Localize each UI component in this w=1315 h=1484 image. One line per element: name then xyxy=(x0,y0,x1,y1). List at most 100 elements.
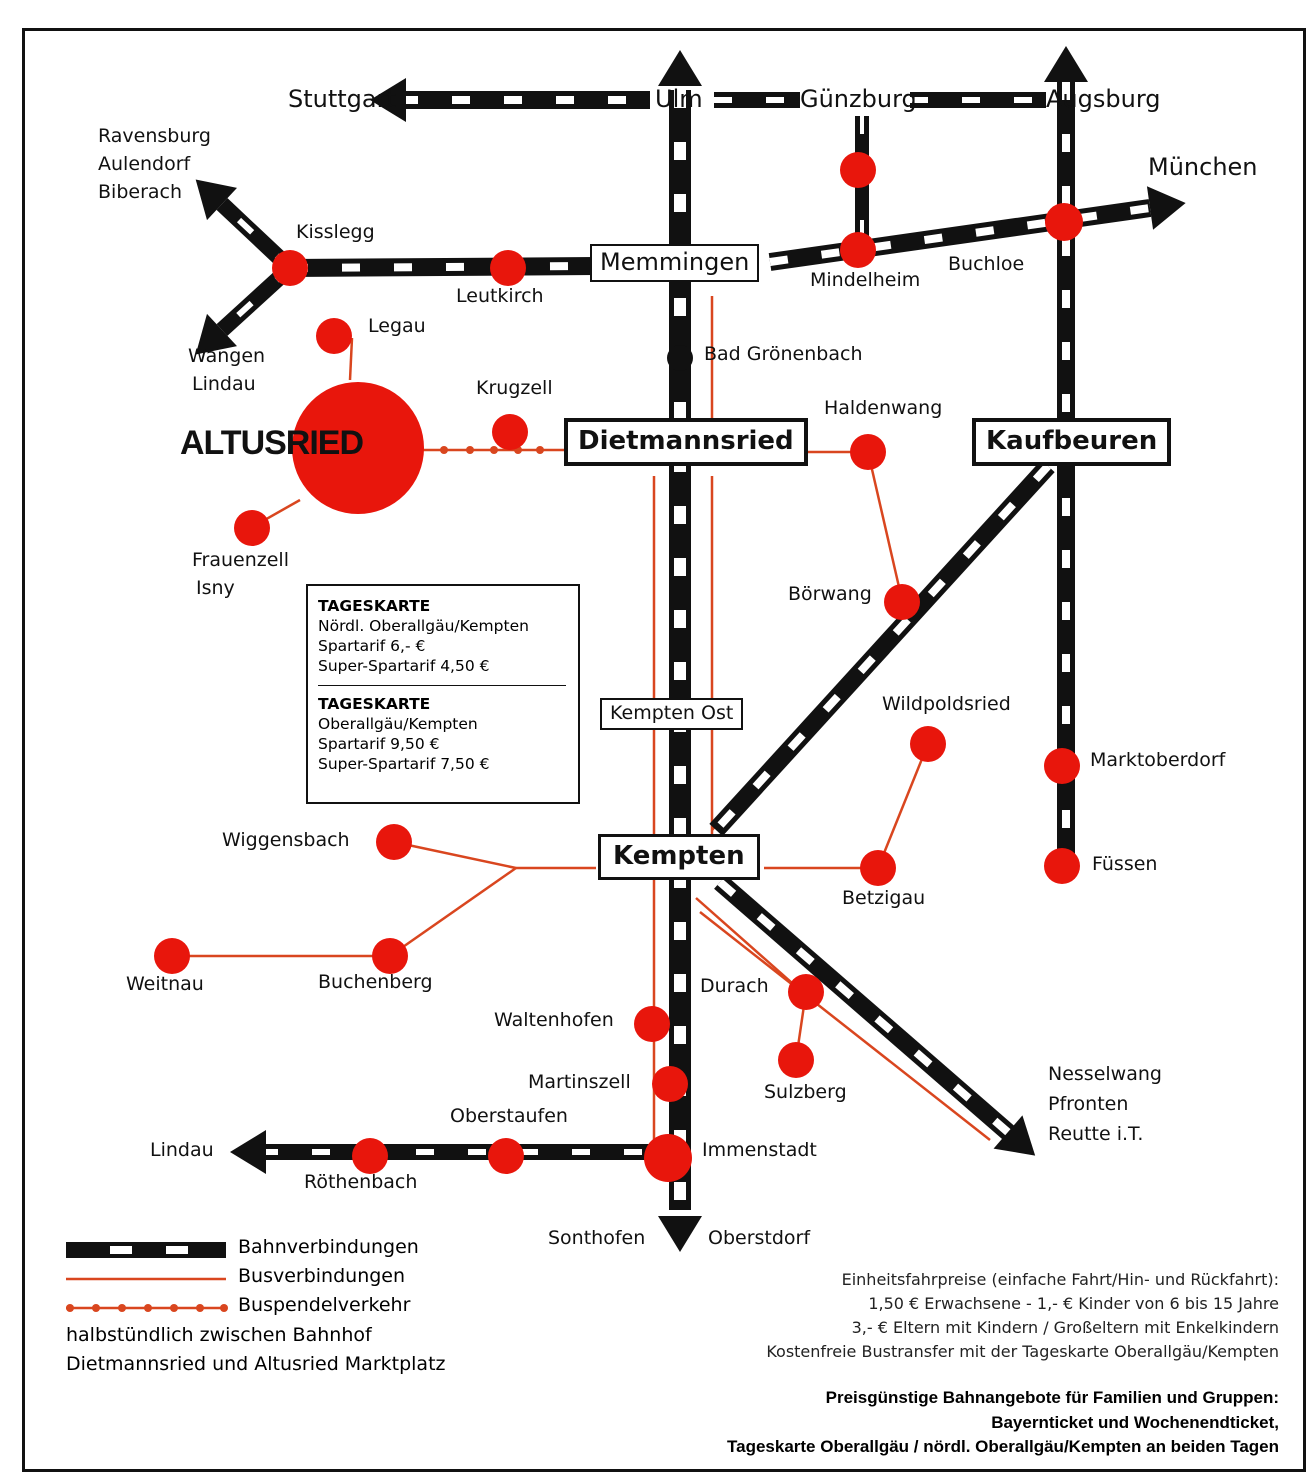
bus-boerwang xyxy=(866,451,904,601)
arrow-muenchen xyxy=(1146,186,1186,230)
stop-wiggensbach xyxy=(376,824,412,860)
legend-bus: Busverbindungen xyxy=(66,1263,446,1292)
stop-wildpoldsried xyxy=(910,726,946,762)
stop-weitnau xyxy=(154,938,190,974)
bus-buchenberg xyxy=(389,866,517,958)
ticket-2-line: Spartarif 9,50 € xyxy=(318,734,440,753)
stop-mindelheim xyxy=(840,232,876,268)
station-kempten-ost[interactable]: Kempten Ost xyxy=(600,698,744,730)
fare-info: Einheitsfahrpreise (einfache Fahrt/Hin- … xyxy=(766,1268,1279,1364)
bus-wiggensbach xyxy=(393,840,517,870)
ticket-2-title: TAGESKARTE xyxy=(318,694,431,713)
label-weitnau: Weitnau xyxy=(126,973,204,995)
map-frame xyxy=(22,28,1306,1472)
arrow-augsburg xyxy=(1044,46,1088,82)
label-fuessen: Füssen xyxy=(1092,853,1158,875)
legend-rail: Bahnverbindungen xyxy=(66,1234,446,1263)
bus-wildpoldsried xyxy=(876,743,930,869)
stop-fuessen xyxy=(1044,848,1080,884)
legend-shuttle-swatch xyxy=(66,1304,228,1312)
shuttle-dot xyxy=(490,446,498,454)
label-legau: Legau xyxy=(368,315,426,337)
label-buchloe: Buchloe xyxy=(948,253,1025,275)
label-bad-groenenbach: Bad Grönenbach xyxy=(704,343,863,365)
station-kempten[interactable]: Kempten xyxy=(598,834,760,880)
label-roethenbach: Röthenbach xyxy=(304,1171,418,1193)
rail-kaufbeuren-kempten xyxy=(709,459,1055,837)
label-augsburg: Augsburg xyxy=(1046,85,1161,113)
arrow-biberach xyxy=(195,179,238,221)
bus-durach xyxy=(695,897,801,991)
legend-bus-swatch xyxy=(66,1277,226,1281)
label-leutkirch: Leutkirch xyxy=(456,285,544,307)
stop-buchloe xyxy=(1045,203,1083,241)
label-ravensburg: Ravensburg xyxy=(98,125,211,147)
label-buchenberg: Buchenberg xyxy=(318,971,433,993)
label-wangen: Wangen xyxy=(188,345,266,367)
fare-title: Einheitsfahrpreise (einfache Fahrt/Hin- … xyxy=(841,1270,1279,1289)
stop-legau xyxy=(316,318,352,354)
label-marktoberdorf: Marktoberdorf xyxy=(1090,749,1226,771)
ticket-1-line: Spartarif 6,- € xyxy=(318,637,426,656)
label-haldenwang: Haldenwang xyxy=(824,397,943,419)
station-memmingen[interactable]: Memmingen xyxy=(590,244,760,282)
label-aulendorf: Aulendorf xyxy=(98,153,191,175)
stop-betzigau xyxy=(860,850,896,886)
station-kaufbeuren[interactable]: Kaufbeuren xyxy=(972,418,1172,466)
stop-martinszell xyxy=(652,1066,688,1102)
stop-sulzberg xyxy=(778,1042,814,1078)
rail-offers: Preisgünstige Bahnangebote für Familien … xyxy=(727,1386,1279,1460)
label-betzigau: Betzigau xyxy=(842,887,926,909)
label-ulm: Ulm xyxy=(655,85,703,113)
rail-memmingen-muenchen-dash xyxy=(769,204,1151,266)
ticket-1-line: Super-Spartarif 4,50 € xyxy=(318,657,490,676)
legend-shuttle-note: Dietmannsried und Altusried Marktplatz xyxy=(66,1352,446,1375)
arrow-ulm xyxy=(658,50,702,86)
arrow-stuttgart xyxy=(370,78,406,122)
label-guenzburg: Günzburg xyxy=(800,85,917,113)
label-nesselwang: Nesselwang xyxy=(1048,1063,1162,1085)
label-pfronten: Pfronten xyxy=(1048,1093,1129,1115)
label-isny: Isny xyxy=(196,577,235,599)
label-boerwang: Börwang xyxy=(788,583,872,605)
ticket-divider xyxy=(318,684,566,686)
stop-buchenberg xyxy=(372,938,408,974)
ticket-1-title: TAGESKARTE xyxy=(318,597,431,615)
fare-line: Kostenfreie Bustransfer mit der Tageskar… xyxy=(766,1342,1279,1361)
arrow-oberstdorf xyxy=(658,1216,702,1252)
label-mindelheim: Mindelheim xyxy=(810,269,921,291)
shuttle-line xyxy=(420,446,566,454)
label-lindau-sw: Lindau xyxy=(150,1139,214,1161)
legend: Bahnverbindungen Busverbindungen Buspend… xyxy=(66,1234,446,1378)
arrow-reutte xyxy=(993,1115,1036,1156)
offer-line: Preisgünstige Bahnangebote für Familien … xyxy=(825,1388,1279,1407)
label-durach: Durach xyxy=(700,975,769,997)
legend-bus-label: Busverbindungen xyxy=(238,1265,406,1287)
label-oberstdorf: Oberstdorf xyxy=(708,1227,811,1249)
legend-shuttle-note: halbstündlich zwischen Bahnhof xyxy=(66,1324,372,1346)
label-waltenhofen: Waltenhofen xyxy=(494,1009,614,1031)
label-biberach: Biberach xyxy=(98,181,183,203)
ticket-2-line: Oberallgäu/Kempten xyxy=(318,714,478,733)
rail-kisslegg-memmingen xyxy=(289,257,597,277)
label-sonthofen: Sonthofen xyxy=(548,1227,646,1249)
arrow-lindau xyxy=(230,1130,266,1174)
stops xyxy=(154,152,1083,1182)
station-dietmannsried[interactable]: Dietmannsried xyxy=(564,418,808,466)
stop-waltenhofen xyxy=(634,1006,670,1042)
stop-kisslegg xyxy=(272,250,308,286)
stop-roethenbach xyxy=(352,1138,388,1174)
label-oberstaufen: Oberstaufen xyxy=(450,1105,568,1127)
label-krugzell: Krugzell xyxy=(476,377,553,399)
label-lindau-nw: Lindau xyxy=(192,373,256,395)
ticket-2-line: Super-Spartarif 7,50 € xyxy=(318,754,490,773)
offer-line: Tageskarte Oberallgäu / nördl. Oberallgä… xyxy=(727,1437,1279,1457)
stop-haldenwang xyxy=(850,434,886,470)
town-altusried[interactable]: ALTUSRIED xyxy=(180,424,364,462)
arrow-wangen xyxy=(195,313,238,355)
legend-rail-swatch xyxy=(66,1242,226,1258)
ticket-1-line: Nördl. Oberallgäu/Kempten xyxy=(318,617,529,636)
shuttle-dot xyxy=(536,446,544,454)
label-wildpoldsried: Wildpoldsried xyxy=(882,693,1011,715)
legend-rail-label: Bahnverbindungen xyxy=(238,1236,419,1258)
